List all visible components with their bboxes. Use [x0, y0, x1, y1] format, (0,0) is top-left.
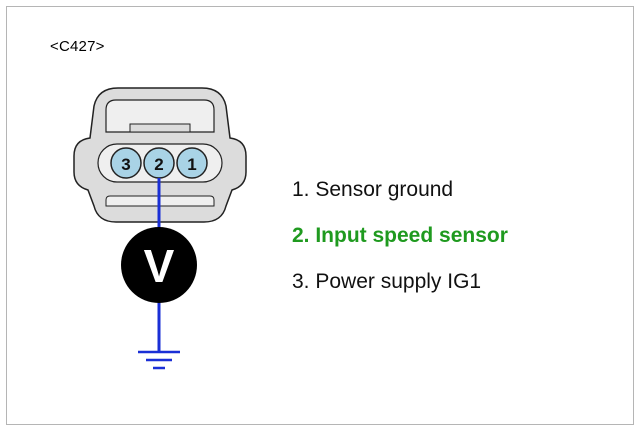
pin-1-label: 1 — [187, 155, 196, 174]
pin-legend: 1. Sensor ground 2. Input speed sensor 3… — [292, 178, 508, 316]
pin-2-label: 2 — [154, 155, 163, 174]
connector-id-label: <C427> — [50, 38, 105, 55]
connector-latch-tab — [129, 123, 191, 133]
pin-3-label: 3 — [121, 155, 130, 174]
pin-3: 3 — [110, 147, 142, 179]
pin-2: 2 — [143, 147, 175, 179]
legend-item-2-highlighted: 2. Input speed sensor — [292, 224, 508, 247]
voltmeter-icon: V — [121, 227, 197, 303]
legend-item-3: 3. Power supply IG1 — [292, 270, 482, 293]
voltmeter-symbol: V — [144, 240, 175, 292]
ground-icon — [138, 350, 180, 370]
pin-1: 1 — [176, 147, 208, 179]
legend-item-1: 1. Sensor ground — [292, 178, 454, 201]
